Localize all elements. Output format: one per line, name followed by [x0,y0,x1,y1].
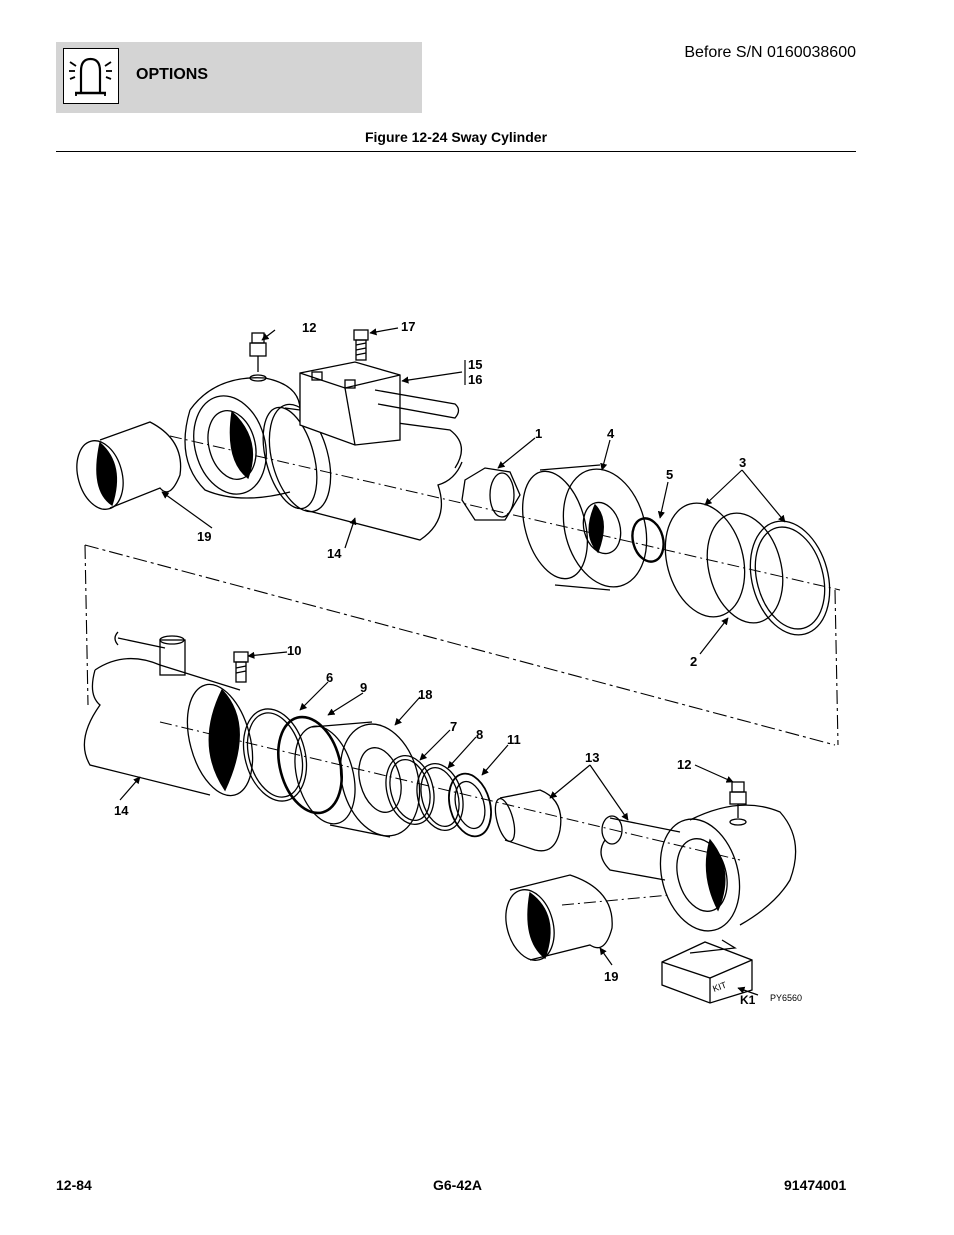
serial-number-note: Before S/N 0160038600 [684,44,856,61]
callout-5: 5 [666,467,673,482]
kit-box-icon [661,939,753,1004]
callout-9: 9 [360,680,367,695]
rod-eye-lower [659,804,797,932]
fitting-upper [249,332,267,382]
callout-12-upper: 12 [302,320,316,335]
header-rule [56,151,856,152]
barrel-upper [262,403,463,541]
port-block [299,361,460,446]
callout-19-lower: 19 [604,969,618,984]
section-title: OPTIONS [136,66,209,83]
beacon-light-icon [63,48,119,104]
rod-13 [494,789,681,881]
ring-8 [416,763,464,831]
callout-6: 6 [326,670,333,685]
callout-18: 18 [418,687,432,702]
ring-11 [448,772,492,838]
callout-11: 11 [507,732,521,747]
rod-eye-upper [184,377,301,499]
bolt-17 [353,329,369,361]
callout-16: 16 [468,372,482,387]
callout-12-lower: 12 [677,757,691,772]
o-ring-9 [277,715,343,815]
nut-1 [461,467,521,521]
callout-1: 1 [535,426,542,441]
sway-cylinder-diagram: 12 17 15 16 1 4 5 3 19 14 2 10 6 9 18 7 … [76,319,841,1007]
kit-box-text: KIT [711,980,728,994]
bushing-lower [505,874,613,961]
callout-19-upper: 19 [197,529,211,544]
callout-8: 8 [476,727,483,742]
manual-part-number: 91474001 [784,1177,847,1193]
model-number: G6-42A [433,1177,483,1193]
ring-7 [385,755,435,825]
callout-10: 10 [287,643,301,658]
bolt-10 [233,651,249,683]
figure-title: Figure 12-24 Sway Cylinder [364,129,548,145]
callout-2: 2 [690,654,697,669]
section-header: OPTIONS [56,42,422,113]
callout-7: 7 [450,719,457,734]
drawing-id: PY6560 [770,993,802,1003]
page-number: 12-84 [56,1177,92,1193]
callout-14-upper: 14 [327,546,342,561]
kit-label: K1 [740,993,756,1007]
head-18 [294,721,421,838]
callout-4: 4 [607,426,615,441]
callout-14-lower: 14 [114,803,129,818]
piston-4 [522,464,648,591]
callout-17: 17 [401,319,415,334]
callout-3: 3 [739,455,746,470]
o-ring-5 [631,517,665,563]
callout-15: 15 [468,357,482,372]
callout-13: 13 [585,750,599,765]
barrel-lower [83,631,254,797]
ring-6 [242,708,308,802]
fitting-lower [729,781,747,826]
bushing-upper [76,421,182,510]
seals-2-3 [664,502,831,636]
